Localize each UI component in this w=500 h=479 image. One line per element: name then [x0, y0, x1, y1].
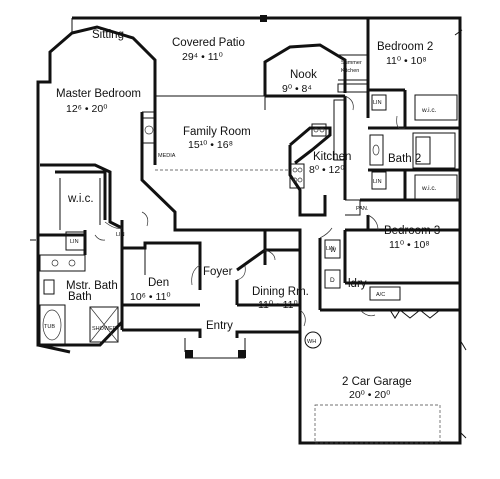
- room-dims-dining: 11⁰ • 11⁰: [258, 299, 299, 311]
- room-dims-kitchen: 8⁰ • 12⁰: [309, 164, 345, 176]
- room-dims-garage: 20⁰ • 20⁰: [349, 389, 391, 401]
- water-heater-label: WH: [307, 339, 316, 345]
- room-label-master-bedroom: Master Bedroom: [56, 88, 141, 100]
- room-label-kitchen: Kitchen: [313, 151, 351, 163]
- room-dims-family-room: 15¹⁰ • 16⁸: [188, 139, 233, 151]
- room-dims-nook: 9⁰ • 8⁴: [282, 83, 312, 95]
- tub-label: TUB: [44, 324, 55, 330]
- room-label-family-room: Family Room: [183, 126, 251, 138]
- master-bath-fixtures: [39, 254, 119, 346]
- room-label-den: Den: [148, 277, 169, 289]
- room-label-bath-2: Bath 2: [388, 153, 421, 165]
- room-label-summer-kitchen-2: Kitchen: [341, 68, 359, 74]
- room-label-entry: Entry: [206, 320, 233, 332]
- bedroom-wing-walls: [345, 88, 460, 232]
- room-label-foyer: Foyer: [203, 266, 233, 278]
- room-label-nook: Nook: [290, 69, 317, 81]
- room-dims-bedroom-3: 11⁰ • 10⁸: [389, 239, 430, 251]
- linen-label-3: LIN: [70, 239, 79, 245]
- room-label-sitting: Sitting: [92, 29, 124, 41]
- room-label-master-bath-2: Bath: [68, 291, 92, 303]
- ac-label: A/C: [376, 292, 385, 298]
- pantry-label: PAN.: [356, 206, 369, 212]
- room-dims-covered-patio: 29⁴ • 11⁰: [182, 51, 224, 63]
- washer-label: W: [330, 247, 337, 254]
- family-kitchen-walls: [140, 96, 361, 265]
- den-dining-walls: [122, 241, 302, 359]
- room-dims-master-bedroom: 12⁶ • 20⁰: [66, 103, 108, 115]
- room-label-summer-kitchen: Summer: [341, 60, 362, 66]
- linen-label-5: LIN: [326, 246, 335, 252]
- shower-label: SHOWER: [92, 326, 117, 332]
- room-label-laundry: ldry: [348, 278, 367, 290]
- room-label-bedroom-2: Bedroom 2: [377, 41, 433, 53]
- room-label-bedroom-3: Bedroom 3: [384, 225, 440, 237]
- corner-marks: [30, 15, 467, 439]
- room-dims-bedroom-2: 11⁰ • 10⁸: [386, 55, 427, 67]
- room-label-wic-bed3: w.i.c.: [421, 185, 437, 192]
- room-label-covered-patio: Covered Patio: [172, 37, 245, 49]
- room-label-wic-bed2: w.i.c.: [421, 107, 437, 114]
- laundry-garage-walls: [299, 230, 467, 444]
- doors: [94, 95, 406, 327]
- room-dims-den: 10⁶ • 11⁰: [130, 291, 171, 303]
- room-label-wic-master: w.i.c.: [67, 193, 94, 205]
- room-label-master-bath: Mstr. Bath: [66, 280, 118, 292]
- patio-nook-walls: [71, 18, 369, 110]
- room-label-garage: 2 Car Garage: [342, 376, 412, 388]
- room-label-dining: Dining Rm.: [252, 286, 309, 298]
- linen-label-4: LIN: [116, 232, 125, 238]
- media-label: MEDIA: [158, 153, 176, 159]
- linen-label-1: LIN: [373, 100, 382, 106]
- dryer-label: D: [330, 277, 335, 284]
- linen-label-2: LIN: [373, 179, 382, 185]
